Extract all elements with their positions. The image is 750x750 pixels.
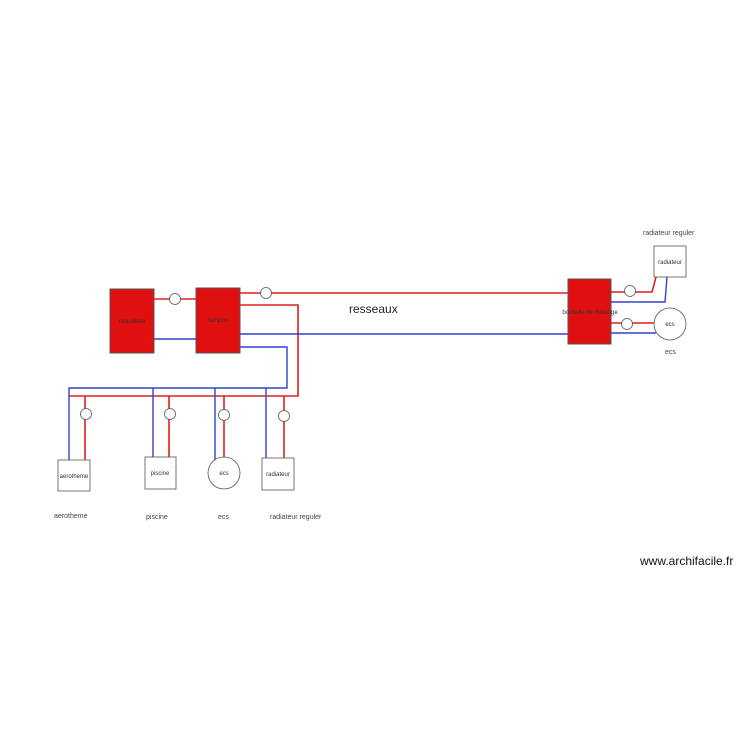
pumps xyxy=(80,285,636,422)
ecs-bottom-caption: ecs xyxy=(218,514,229,521)
piscine: piscine xyxy=(144,456,177,490)
chaudiere: chaudiere xyxy=(109,288,155,354)
radiateur-top-caption: radiateur reguler xyxy=(643,230,695,237)
radiateur-top: radiateur xyxy=(653,245,687,278)
aerotheme-caption: aerotheme xyxy=(54,513,88,520)
cold-pipe-distribution xyxy=(68,346,288,460)
bouteille-label: bouteille de melange xyxy=(562,310,618,316)
ecs-right-caption: ecs xyxy=(665,349,676,356)
hot-pipe-distribution xyxy=(69,304,299,397)
pump-icon xyxy=(624,285,636,297)
radiateur-top-label: radiateur xyxy=(658,260,682,266)
ecs-bottom: ecs xyxy=(207,456,241,490)
piscine-caption: piscine xyxy=(146,514,168,521)
ecs-right-label: ecs xyxy=(665,322,674,328)
bouteille-de-melange: bouteille de melange xyxy=(562,278,618,345)
aerotheme: aerotheme xyxy=(57,459,91,492)
pump-icon xyxy=(164,408,176,420)
pump-icon xyxy=(80,408,92,420)
aerotheme-label: aerotheme xyxy=(60,474,89,480)
resseaux-label: resseaux xyxy=(349,302,398,316)
hot-pipes xyxy=(69,276,657,460)
tampon-label: tampon xyxy=(208,318,228,324)
pump-icon xyxy=(169,293,181,305)
cold-pipe-radiateur-top xyxy=(611,276,668,303)
tampon: tampon xyxy=(195,287,241,354)
piscine-label: piscine xyxy=(151,471,170,477)
pump-icon xyxy=(278,410,290,422)
ecs-right: ecs xyxy=(653,307,687,341)
radiateur-bottom-label: radiateur xyxy=(266,472,290,478)
pump-icon xyxy=(621,318,633,330)
watermark: www.archifacile.fr xyxy=(639,554,733,568)
cold-pipes xyxy=(68,276,668,460)
radiateur-bottom: radiateur xyxy=(261,457,295,491)
pump-icon xyxy=(218,409,230,421)
radiateur-bottom-caption: radiateur reguler xyxy=(270,514,322,521)
chaudiere-label: chaudiere xyxy=(119,319,146,325)
pump-icon xyxy=(260,287,272,299)
ecs-bottom-label: ecs xyxy=(219,471,228,477)
